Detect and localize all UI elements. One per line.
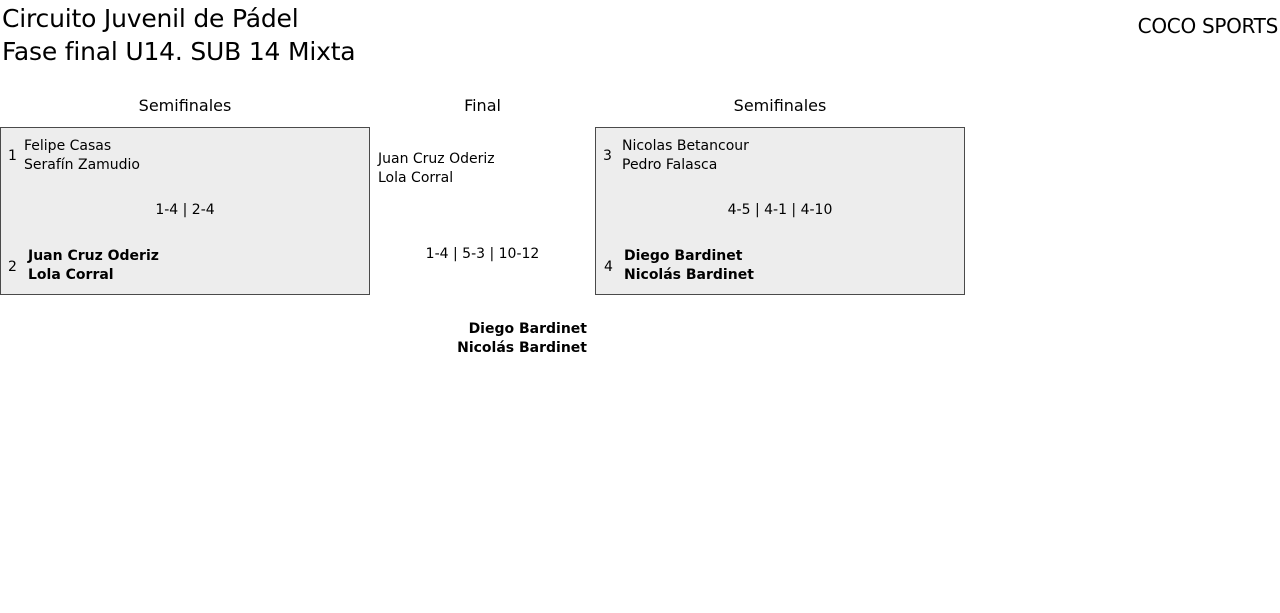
semifinal-left-match[interactable]: 1 Felipe Casas Serafín Zamudio 1-4 | 2-4… (0, 127, 370, 295)
column-header-right-semifinal: Semifinales (733, 96, 827, 115)
player-name: Lola Corral (378, 170, 454, 186)
player-name: Felipe Casas (24, 138, 112, 154)
player-name: Nicolás Bardinet (457, 340, 587, 356)
match-score: 4-5 | 4-1 | 4-10 (727, 202, 833, 218)
player-name: Pedro Falasca (622, 157, 718, 173)
title-line-2: Fase final U14. SUB 14 Mixta (2, 37, 356, 66)
semifinal-left-team-b-winner: Juan Cruz Oderiz Lola Corral (28, 247, 159, 285)
semifinal-right-match[interactable]: 3 Nicolas Betancour Pedro Falasca 4-5 | … (595, 127, 965, 295)
player-name: Nicolás Bardinet (624, 267, 754, 283)
seed-number: 2 (8, 259, 17, 275)
column-header-final: Final (464, 96, 501, 115)
player-name: Diego Bardinet (468, 321, 587, 337)
semifinal-right-team-b-winner: Diego Bardinet Nicolás Bardinet (624, 247, 754, 285)
champion-team: Diego Bardinet Nicolás Bardinet (370, 320, 587, 358)
seed-number: 1 (8, 148, 17, 164)
title-line-1: Circuito Juvenil de Pádel (2, 4, 299, 33)
final-team-a: Juan Cruz Oderiz Lola Corral (378, 150, 495, 188)
player-name: Juan Cruz Oderiz (378, 151, 495, 167)
final-score: 1-4 | 5-3 | 10-12 (425, 246, 540, 262)
match-score: 1-4 | 2-4 (155, 202, 215, 218)
semifinal-left-team-a: Felipe Casas Serafín Zamudio (24, 137, 140, 175)
column-header-left-semifinal: Semifinales (138, 96, 232, 115)
player-name: Juan Cruz Oderiz (28, 248, 159, 264)
player-name: Lola Corral (28, 267, 114, 283)
seed-number: 3 (603, 148, 612, 164)
player-name: Nicolas Betancour (622, 138, 749, 154)
seed-number: 4 (604, 259, 613, 275)
brand-logo: COCO SPORTS (1137, 14, 1279, 38)
player-name: Diego Bardinet (624, 248, 743, 264)
page-title: Circuito Juvenil de Pádel Fase final U14… (2, 2, 356, 68)
player-name: Serafín Zamudio (24, 157, 140, 173)
semifinal-right-team-a: Nicolas Betancour Pedro Falasca (622, 137, 749, 175)
